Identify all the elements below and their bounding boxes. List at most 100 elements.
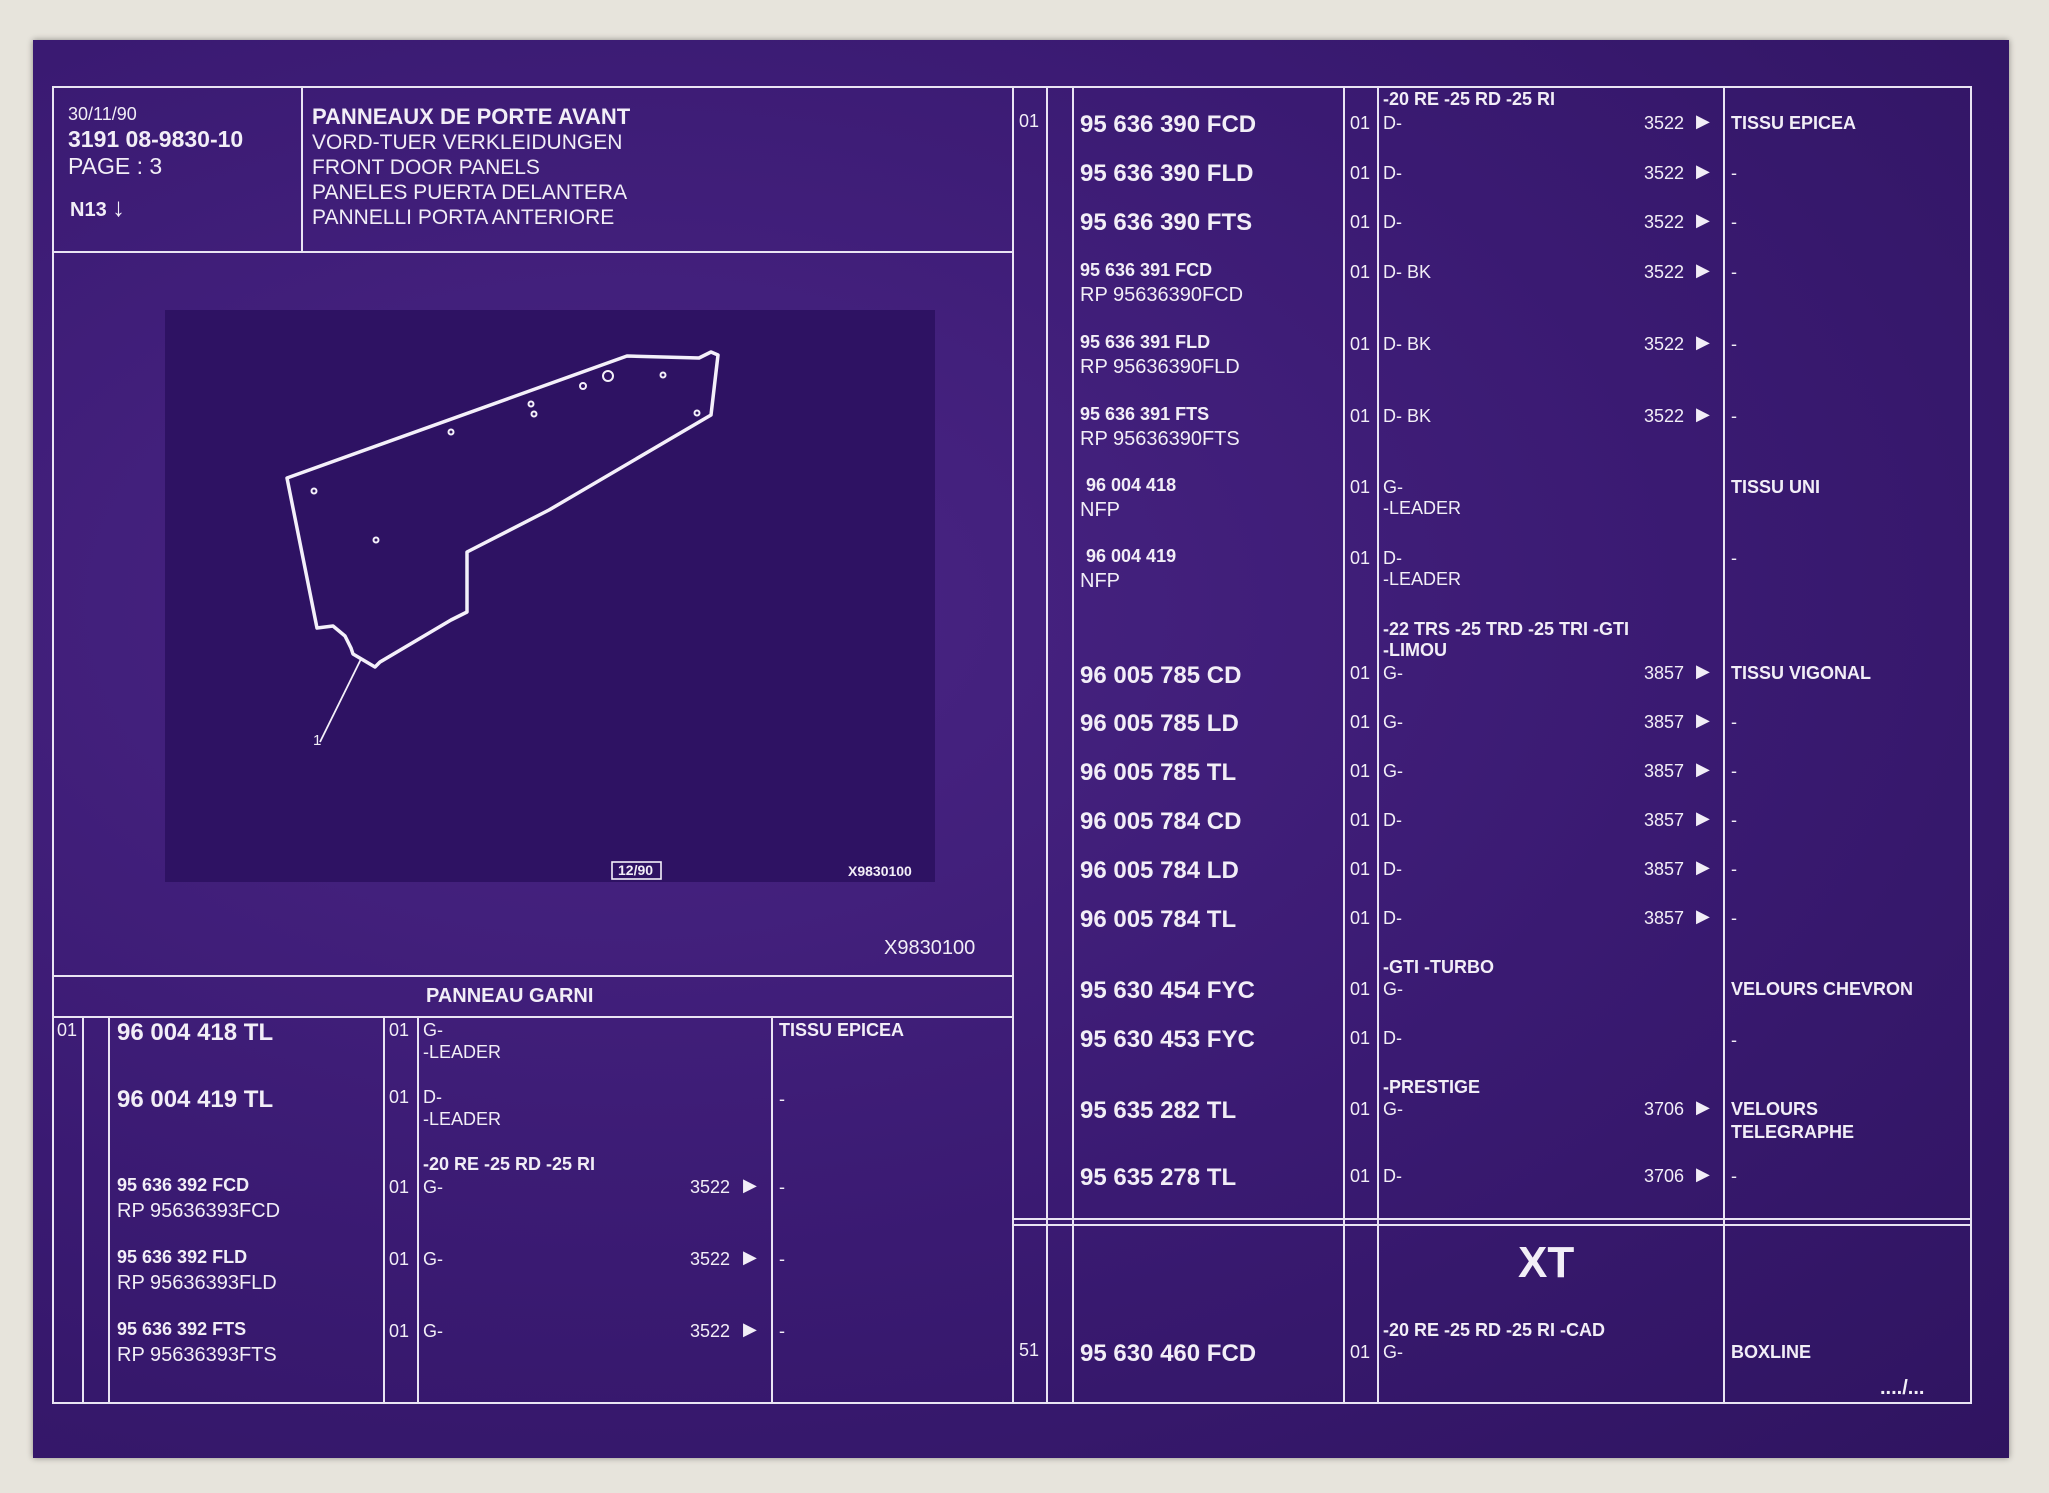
table-row-code: 3522: [1644, 334, 1685, 354]
table-row-side: D-: [1383, 163, 1402, 183]
table-row-rp: RP 95636393FCD: [117, 1200, 281, 1222]
left-col-cond-line: [417, 1016, 419, 1404]
table-row-qty: 01: [1350, 477, 1371, 497]
table-row-side: G-: [1383, 663, 1403, 683]
play-arrow-icon: ▶: [1696, 210, 1710, 230]
table-row-code: 3522: [1644, 113, 1685, 133]
table-row-code: 3522: [1644, 163, 1685, 183]
table-row-qty: 01: [1350, 262, 1371, 282]
right-col-desc-line: [1723, 86, 1725, 1404]
table-row-side: G-: [1383, 761, 1403, 781]
table-row-cond: -22 TRS -25 TRD -25 TRI -GTI: [1383, 619, 1630, 639]
table-row-qty: 01: [1350, 1028, 1371, 1048]
table-row-side: D- BK: [1383, 334, 1432, 354]
table-row-rp: NFP: [1080, 570, 1120, 592]
table-row-part: 96 004 418: [1086, 475, 1177, 495]
table-row-qty: 01: [1350, 1099, 1371, 1119]
table-row-desc2: TELEGRAPHE: [1731, 1122, 1855, 1142]
table-row-code: 3857: [1644, 810, 1685, 830]
table-row-part: 96 005 784 TL: [1080, 906, 1237, 933]
table-row-code: 3522: [690, 1321, 731, 1341]
table-row-qty: 01: [389, 1087, 410, 1107]
table-row-desc: -: [779, 1321, 785, 1341]
table-row-part: 95 636 390 FCD: [1080, 111, 1257, 138]
table-row-desc: -: [1731, 1030, 1737, 1050]
table-row-desc: TISSU VIGONAL: [1731, 663, 1872, 683]
table-row-part: 95 636 392 FTS: [117, 1319, 247, 1339]
play-arrow-icon: ▶: [1696, 808, 1710, 828]
table-row-code: 3522: [690, 1249, 731, 1269]
table-row-part: 95 635 278 TL: [1080, 1164, 1237, 1191]
table-row-code: 3857: [1644, 712, 1685, 732]
play-arrow-icon: ▶: [1696, 661, 1710, 681]
right-col-cond-line: [1377, 86, 1379, 1404]
table-row-desc: -: [779, 1177, 785, 1197]
table-row-part: 96 005 785 LD: [1080, 710, 1239, 737]
table-row-part: 95 636 390 FTS: [1080, 209, 1253, 236]
header-ref: 3191 08-9830-10: [68, 126, 244, 152]
play-arrow-icon: ▶: [1696, 260, 1710, 280]
table-row-side: G-: [423, 1249, 443, 1269]
arrow-down-icon: ↓: [112, 192, 125, 222]
table-row-rp: RP 95636390FLD: [1080, 356, 1240, 378]
table-row-code: 3706: [1644, 1166, 1685, 1186]
table-row-side: G-: [423, 1020, 443, 1040]
table-row-qty: 01: [1350, 1166, 1371, 1186]
table-row-code: 3522: [1644, 262, 1685, 282]
play-arrow-icon: ▶: [1696, 1097, 1710, 1117]
table-row-side: D-: [1383, 810, 1402, 830]
table-row-side: D-: [1383, 1166, 1402, 1186]
table-row-part: 96 005 784 CD: [1080, 808, 1242, 835]
table-row-desc: -: [1731, 334, 1737, 354]
subtitle-it: PANNELLI PORTA ANTERIORE: [312, 206, 615, 229]
page-title: PANNEAUX DE PORTE AVANT: [312, 104, 631, 129]
table-row-qty: 01: [389, 1321, 410, 1341]
play-arrow-icon: ▶: [1696, 404, 1710, 424]
table-row-desc: -: [1731, 1166, 1737, 1186]
left-qty-col: 01: [57, 1020, 78, 1040]
table-row-qty: 01: [1350, 163, 1371, 183]
table-row-part: 96 004 419 TL: [117, 1086, 274, 1113]
xt-side: G-: [1383, 1342, 1403, 1362]
table-row-code: 3522: [1644, 212, 1685, 232]
table-row-code: 3522: [1644, 406, 1685, 426]
left-col-sep-line: [108, 1016, 110, 1404]
subtitle-es: PANELES PUERTA DELANTERA: [312, 181, 628, 204]
play-arrow-icon: ▶: [743, 1319, 757, 1339]
table-row-part: 95 635 282 TL: [1080, 1097, 1237, 1124]
table-row-note: -LEADER: [1383, 569, 1462, 589]
table-row-qty: 01: [1350, 406, 1371, 426]
table-row-side: D-: [1383, 908, 1402, 928]
table-row-desc: -: [1731, 761, 1737, 781]
drawing-stamp: 12/90: [618, 862, 654, 878]
play-arrow-icon: ▶: [743, 1175, 757, 1195]
left-table-top-line: [52, 975, 1014, 977]
table-row-rp: RP 95636393FLD: [117, 1272, 277, 1294]
table-row-side: G-: [1383, 1099, 1403, 1119]
table-row-code: 3857: [1644, 859, 1685, 879]
table-row-side: D-: [423, 1087, 442, 1107]
table-row-side: G-: [1383, 979, 1403, 999]
table-row-qty: 01: [389, 1020, 410, 1040]
table-row-part: 95 636 391 FCD: [1080, 260, 1213, 280]
table-row-note: -LEADER: [423, 1109, 502, 1129]
table-row-cond: -20 RE -25 RD -25 RI: [1383, 89, 1556, 109]
continuation-mark: ..../...: [1880, 1377, 1925, 1399]
right-col-part-line: [1343, 86, 1345, 1404]
subtitle-en: FRONT DOOR PANELS: [312, 156, 540, 179]
table-row-side: G-: [1383, 712, 1403, 732]
right-col-sep2-line: [1072, 86, 1074, 1404]
left-table-heading: PANNEAU GARNI: [426, 985, 594, 1007]
table-row-desc: -: [1731, 262, 1737, 282]
table-row-desc: -: [1731, 712, 1737, 732]
table-row-side: D- BK: [1383, 262, 1432, 282]
table-row-side: D-: [1383, 548, 1402, 568]
table-row-rp: RP 95636390FTS: [1080, 428, 1240, 450]
table-row-side: G-: [423, 1177, 443, 1197]
table-row-cond2: -LIMOU: [1383, 640, 1447, 660]
door-panel-drawing: [285, 350, 720, 880]
table-row-part: 95 636 391 FTS: [1080, 404, 1210, 424]
play-arrow-icon: ▶: [1696, 332, 1710, 352]
table-row-qty: 01: [389, 1249, 410, 1269]
table-row-desc: -: [1731, 810, 1737, 830]
